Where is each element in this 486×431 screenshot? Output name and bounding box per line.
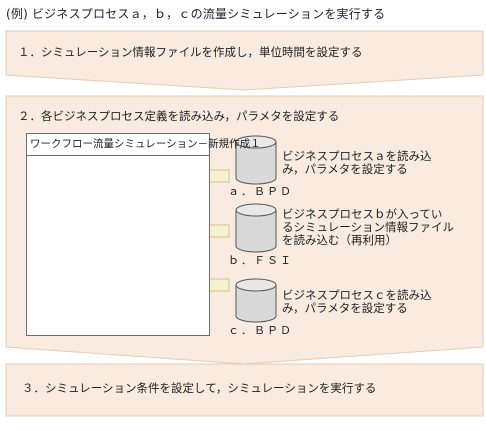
source-a-description: ビジネスプロセスａを読み込 み，パラメタを設定する [282,150,432,176]
source-c-line-1: ビジネスプロセスｃを読み込 [282,288,432,302]
source-b-line-3: を読み込む（再利用） [282,233,397,247]
step-1-banner [5,30,484,91]
source-a-line-1: ビジネスプロセスａを読み込 [282,149,432,163]
file-c-name: ｃ．ＢＰＤ [228,324,293,337]
source-c-description: ビジネスプロセスｃを読み込 み，パラメタを設定する [282,289,432,315]
source-b-line-2: るシミュレーション情報ファイル [282,220,455,234]
source-c-line-2: み，パラメタを設定する [282,301,408,315]
database-b-icon [235,203,277,253]
step-2-label: ２．各ビジネスプロセス定義を読み込み，パラメタを設定する [18,109,340,123]
step-3-banner [5,363,484,417]
source-b-description: ビジネスプロセスｂが入ってい るシミュレーション情報ファイル を読み込む（再利用… [282,208,454,247]
page-title: (例) ビジネスプロセスａ，ｂ，ｃの流量シミュレーションを実行する [6,7,386,21]
source-b-line-1: ビジネスプロセスｂが入ってい [282,207,443,221]
window-title: ワークフロー流量シミュレーション－新規作成１ [27,134,261,156]
simulation-window: ワークフロー流量シミュレーション－新規作成１ [26,133,261,336]
step-3-label: ３．シミュレーション条件を設定して，シミュレーションを実行する [22,381,377,395]
source-a-line-2: み，パラメタを設定する [282,162,408,176]
step-1-label: １．シミュレーション情報ファイルを作成し，単位時間を設定する [18,45,363,59]
file-a-name: ａ．ＢＰＤ [228,185,293,198]
database-a-icon [235,135,277,185]
database-c-icon [235,278,277,323]
file-b-name: ｂ．ＦＳＩ [228,254,293,267]
